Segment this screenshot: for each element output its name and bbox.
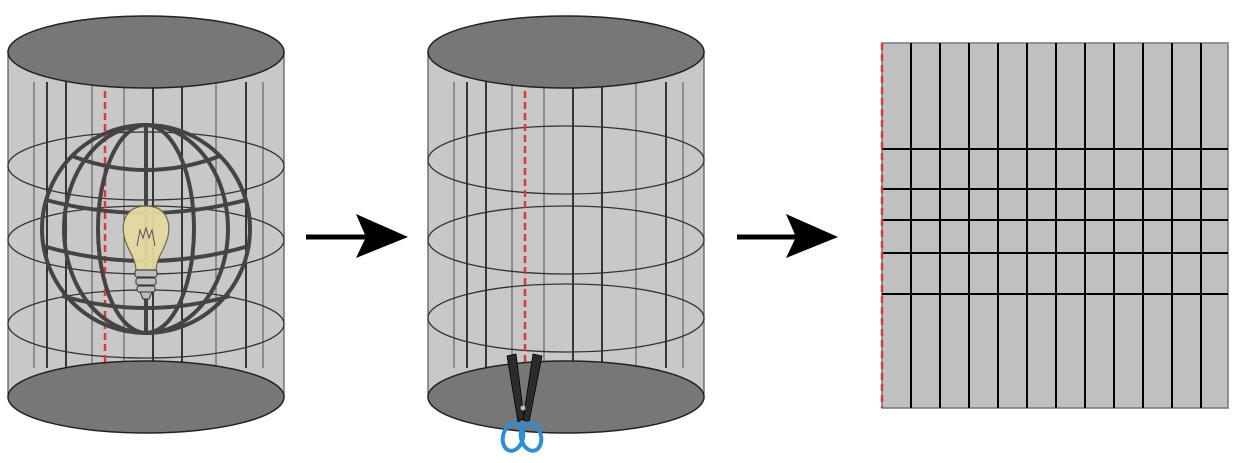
arrow-right-icon [737,214,838,258]
cylinder-top-cap [7,15,285,89]
cylinder-top-cap [427,15,705,89]
cylinder-bottom-cap [7,360,285,434]
cylinder-ring [427,125,705,195]
lightbulb-icon [122,205,170,300]
globe-icon [40,123,252,335]
cylinder-ring [427,283,705,353]
sheet-grid [882,43,1228,408]
scissors-icon [500,353,544,453]
cylinder-with-globe [7,15,285,434]
cylinder-meridians [453,82,684,368]
cylinder-cut [427,15,705,453]
cylinder-ring [427,205,705,275]
arrow-right-icon [306,214,408,258]
cylinder-bottom-cap [427,360,705,434]
unrolled-sheet [880,42,1229,409]
cylinder-body [427,51,705,399]
